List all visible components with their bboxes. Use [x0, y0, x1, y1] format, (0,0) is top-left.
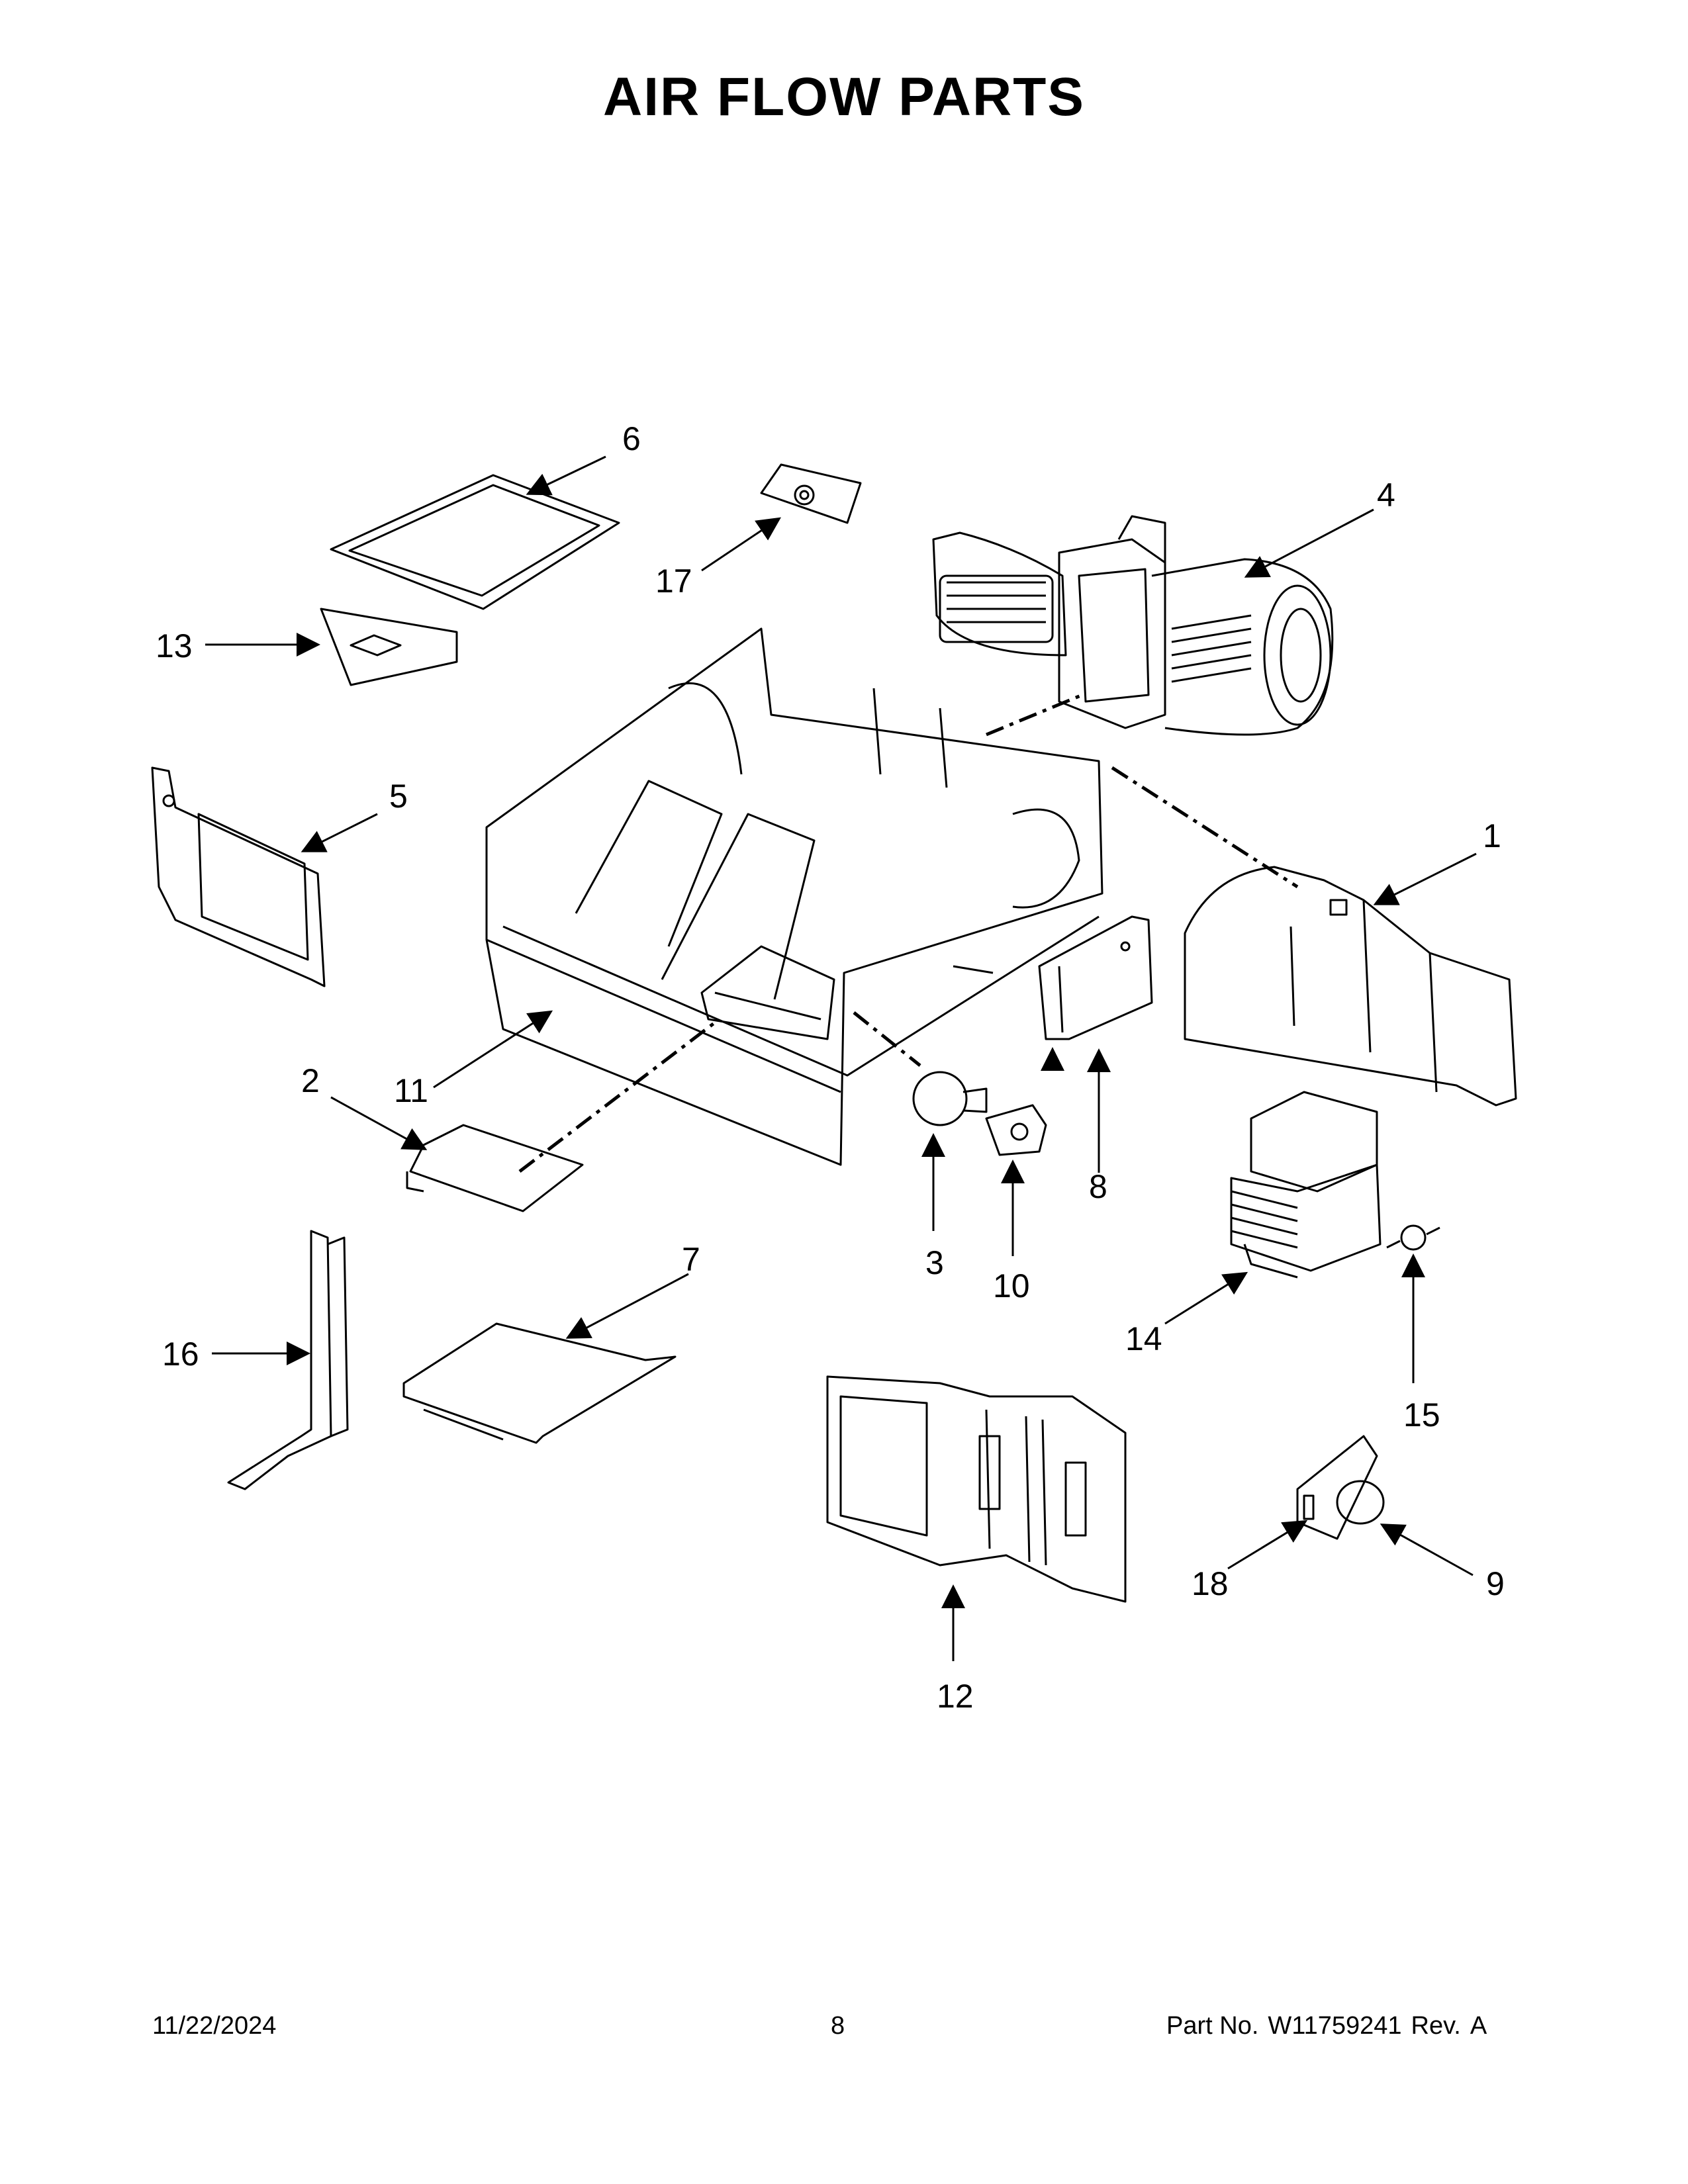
- part-base-plate: [402, 1322, 677, 1444]
- callout-5: 5: [389, 778, 408, 815]
- callout-labels: 1 2 3 4 5 6 7 8 9 10 11 12 13 14 15 16 1…: [156, 420, 1505, 1715]
- callout-6: 6: [622, 420, 641, 457]
- part-air-duct-base: [485, 627, 1103, 1166]
- callout-2: 2: [301, 1062, 320, 1099]
- callout-3: 3: [925, 1244, 944, 1281]
- part-sensor-bracket: [1296, 1435, 1378, 1540]
- part-shield-plate: [406, 1124, 584, 1212]
- part-filter-frame: [330, 474, 620, 610]
- part-blower-motor: [932, 515, 1334, 736]
- leader-lines: [205, 455, 1477, 1661]
- footer-part-info: Part No. W11759241 Rev. A: [1166, 2012, 1496, 2040]
- callout-13: 13: [156, 627, 193, 664]
- part-lamp-socket: [985, 1104, 1047, 1156]
- callout-1: 1: [1483, 817, 1501, 854]
- part-no-value: W11759241: [1268, 2012, 1402, 2040]
- callout-15: 15: [1403, 1396, 1440, 1433]
- callout-4: 4: [1377, 477, 1395, 514]
- part-sensor: [1336, 1480, 1385, 1525]
- part-vertical-bracket: [227, 1230, 349, 1490]
- callout-10: 10: [993, 1267, 1030, 1304]
- callout-9: 9: [1486, 1565, 1505, 1602]
- part-bottom-panel: [826, 1375, 1127, 1603]
- callout-16: 16: [162, 1336, 199, 1373]
- callout-14: 14: [1125, 1320, 1162, 1357]
- rev-label: Rev.: [1411, 2012, 1461, 2040]
- footer-date: 11/22/2024: [152, 2012, 277, 2040]
- alignment-lines: [518, 693, 1299, 1173]
- part-label-plate: [760, 463, 862, 524]
- part-exhaust-duct: [1184, 866, 1517, 1107]
- callout-12: 12: [937, 1678, 974, 1715]
- part-transformer: [1230, 1091, 1382, 1279]
- callout-7: 7: [682, 1241, 700, 1278]
- callout-18: 18: [1192, 1565, 1229, 1602]
- part-thermal-switch: [1386, 1224, 1440, 1251]
- callout-8: 8: [1089, 1168, 1107, 1205]
- callout-11: 11: [394, 1072, 428, 1109]
- rev-value: A: [1470, 2012, 1487, 2040]
- part-lamp-bulb: [912, 1071, 988, 1126]
- page-title: AIR FLOW PARTS: [603, 67, 1085, 127]
- callout-17: 17: [655, 563, 692, 600]
- part-side-bracket: [151, 766, 326, 987]
- part-grille: [320, 608, 458, 686]
- footer-page-number: 8: [831, 2012, 845, 2040]
- part-no-label: Part No.: [1166, 2012, 1259, 2040]
- part-control-bracket: [1038, 915, 1153, 1040]
